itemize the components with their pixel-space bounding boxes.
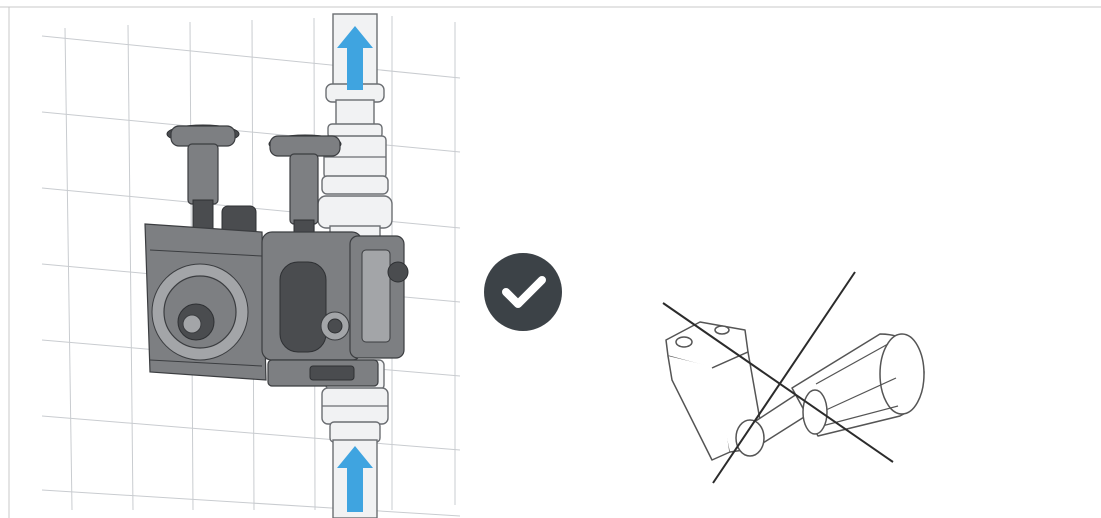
correct-checkmark-badge [484, 253, 562, 331]
figure-frame [0, 6, 1101, 518]
incorrect-cross-out [662, 271, 894, 484]
pump-group-illustration [144, 124, 409, 387]
incorrect-part-illustration [665, 321, 925, 461]
flow-arrow-lower [337, 446, 373, 512]
flow-arrow-upper [337, 26, 373, 90]
